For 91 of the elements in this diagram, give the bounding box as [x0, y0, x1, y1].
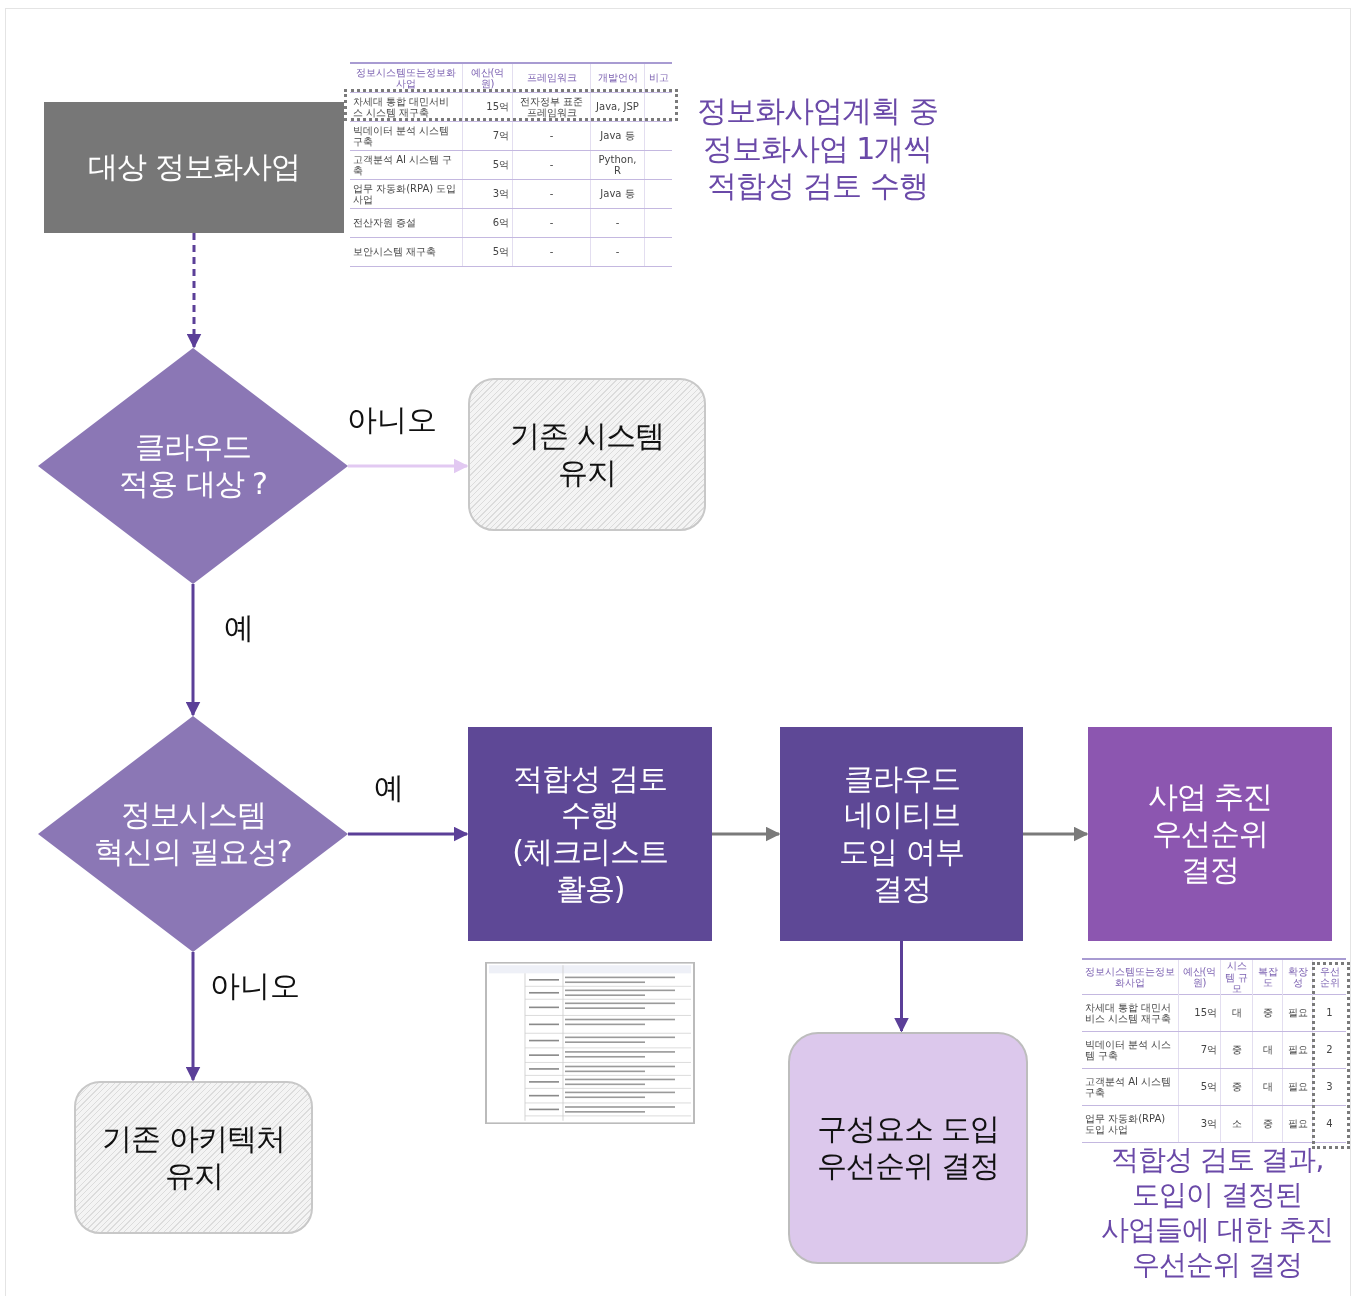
- arrow: [185, 584, 201, 717]
- table-entry: 15억: [1194, 1007, 1217, 1019]
- annotation-text: 적합성 검토 결과, 도입이 결정된 사업들에 대한 추진 우선순위 결정: [1100, 1142, 1334, 1282]
- table-entry: Java, JSP: [596, 101, 639, 113]
- table-entry: 대: [1231, 1007, 1242, 1019]
- table-entry: 보안시스템 재구축: [353, 246, 437, 258]
- process-box: [1088, 727, 1332, 941]
- table-entry: Java 등: [600, 130, 635, 142]
- arrow: [348, 458, 469, 474]
- column-header: 프레임워크: [526, 72, 577, 84]
- process-box: [44, 102, 344, 233]
- process-box: [468, 727, 712, 941]
- column-header: 복잡도: [1256, 965, 1279, 989]
- table-entry: 필요: [1287, 1044, 1308, 1056]
- annotation-text: 정보화사업계획 중 정보화사업 1개씩 적합성 검토 수행: [696, 92, 939, 205]
- table-entry: -: [549, 246, 554, 258]
- table-entry: 15억: [486, 101, 509, 113]
- column-header: 확장성: [1286, 965, 1309, 989]
- node-label: 적합성 검토 수행 (체크리스트 활용): [511, 760, 669, 908]
- node-label: 정보시스템 혁신의 필요성?: [93, 797, 293, 871]
- table-entry: 중: [1231, 1044, 1242, 1056]
- arrow: [712, 826, 781, 842]
- table-entry: 3: [1326, 1081, 1333, 1093]
- process-box: [780, 727, 1023, 941]
- node-label: 클라우드 네이티브 도입 여부 결정: [838, 760, 965, 908]
- table-entry: 3억: [492, 188, 509, 200]
- edge-label: 아니오: [347, 401, 437, 439]
- arrow: [894, 941, 909, 1033]
- table-entry: 1: [1326, 1007, 1333, 1019]
- table-entry: 빅데이터 분석 시스템 구축: [353, 124, 451, 148]
- node-label: 기존 아키텍처 유지: [101, 1120, 286, 1195]
- table-entry: -: [549, 217, 554, 229]
- table-entry: 4: [1326, 1118, 1333, 1130]
- terminal-box: [468, 378, 706, 531]
- column-header: 비고: [648, 72, 669, 84]
- node-label: 기존 시스템 유지: [509, 417, 665, 492]
- table-entry: 필요: [1287, 1118, 1308, 1130]
- table-entry: 중: [1262, 1118, 1273, 1130]
- table-entry: 대: [1262, 1044, 1273, 1056]
- table-entry: 필요: [1287, 1081, 1308, 1093]
- edge-label: 아니오: [210, 967, 300, 1005]
- column-header: 정보시스템또는정보화사업: [1085, 965, 1175, 989]
- table-entry: 전자정부 표준 프레임워크: [518, 95, 585, 119]
- edge-label: 예: [224, 609, 254, 647]
- table-entry: 3억: [1200, 1118, 1217, 1130]
- column-header: 시스템 규모: [1224, 960, 1249, 995]
- table-entry: 6억: [492, 217, 509, 229]
- table-entry: 업무 자동화(RPA) 도입 사업: [1085, 1112, 1167, 1136]
- table-entry: 빅데이터 분석 시스템 구축: [1085, 1038, 1173, 1062]
- table-entry: 소: [1231, 1118, 1242, 1130]
- table-entry: 5억: [492, 159, 509, 171]
- table-entry: 중: [1231, 1081, 1242, 1093]
- table-entry: 7억: [1200, 1044, 1217, 1056]
- table-entry: Python, R: [597, 153, 638, 177]
- node-label: 대상 정보화사업: [88, 149, 300, 186]
- decision-diamond: [38, 716, 348, 952]
- arrow: [185, 952, 201, 1082]
- table-entry: 차세대 통합 대민서비스 시스템 재구축: [1085, 1001, 1173, 1025]
- table-entry: -: [549, 159, 554, 171]
- table-entry: 대: [1262, 1081, 1273, 1093]
- table-entry: -: [615, 246, 620, 258]
- node-label: 사업 추진 우선순위 결정: [1146, 779, 1274, 889]
- table-entry: 5억: [1200, 1081, 1217, 1093]
- table-entry: 차세대 통합 대민서비스 시스템 재구축: [353, 95, 451, 119]
- column-header: 정보시스템또는정보화사업: [355, 66, 457, 90]
- table-entry: -: [549, 130, 554, 142]
- edge-label: 예: [374, 769, 404, 807]
- column-header: 예산(억원): [1182, 965, 1217, 989]
- table-entry: -: [549, 188, 554, 200]
- table-entry: 7억: [492, 130, 509, 142]
- column-header: 개발언어: [597, 72, 638, 84]
- node-label: 구성요소 도입 우선순위 결정: [815, 1111, 1001, 1185]
- table-entry: 필요: [1287, 1007, 1308, 1019]
- table-entry: 업무 자동화(RPA) 도입 사업: [353, 182, 458, 206]
- table-entry: 중: [1262, 1007, 1273, 1019]
- table-entry: 5억: [492, 246, 509, 258]
- table-entry: 고객분석 AI 시스템 구축: [353, 153, 454, 177]
- node-label: 클라우드 적용 대상 ?: [118, 429, 268, 503]
- table-entry: 전산자원 증설: [353, 217, 417, 229]
- table-entry: 2: [1326, 1044, 1333, 1056]
- arrow: [186, 233, 202, 349]
- table-entry: -: [615, 217, 620, 229]
- table-entry: 고객분석 AI 시스템 구축: [1085, 1075, 1173, 1099]
- column-header: 우선순위: [1318, 965, 1341, 989]
- arrow: [1023, 826, 1089, 842]
- decision-diamond: [38, 348, 348, 584]
- terminal-box: [74, 1081, 313, 1234]
- arrow: [348, 826, 469, 842]
- column-header: 예산(억원): [469, 66, 506, 90]
- result-box: [788, 1032, 1028, 1264]
- table-entry: Java 등: [600, 188, 635, 200]
